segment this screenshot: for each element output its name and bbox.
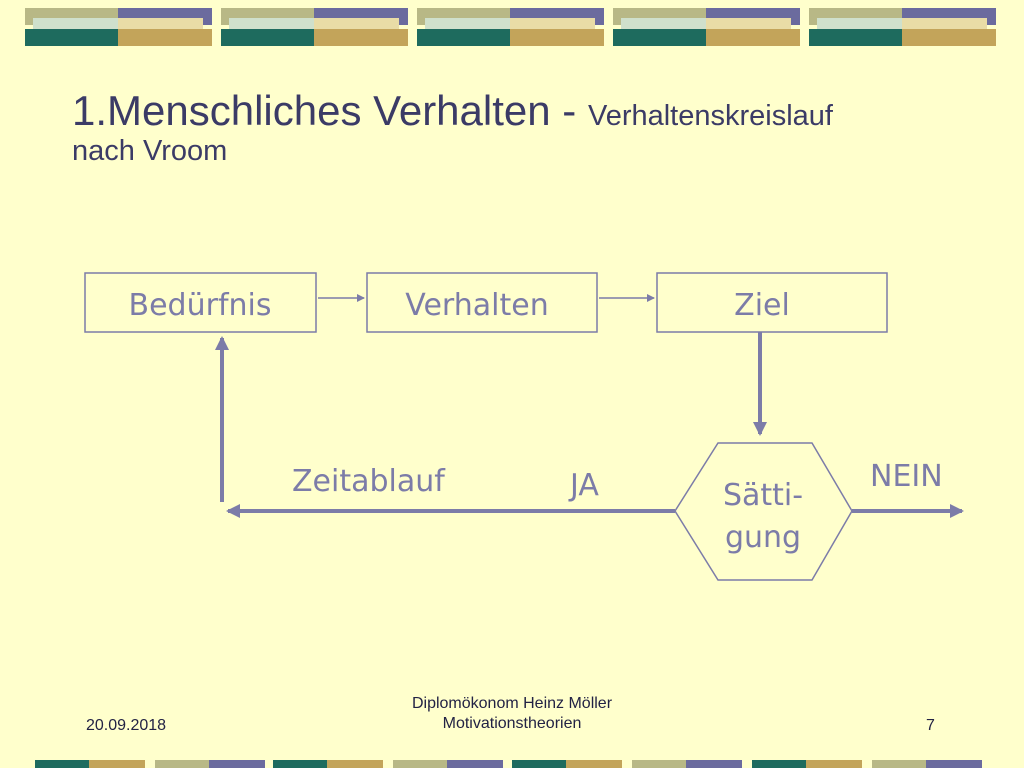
title-subtitle-line1: Verhaltenskreislauf [587,100,833,132]
band-tile [752,760,982,768]
decision-saettigung: Sätti- gung [674,442,853,581]
footer-author-topic: Diplomökonom Heinz Möller Motivationsthe… [362,694,662,734]
box-verhalten-label: Verhalten [405,288,548,323]
label-zeitablauf: Zeitablauf [292,464,446,499]
band-tile [35,760,265,768]
box-beduerfnis-label: Bedürfnis [129,288,272,323]
top-decorative-band [25,8,996,46]
band-tile [613,8,800,46]
footer-date: 20.09.2018 [86,717,167,734]
decision-label-line2: gung [725,520,801,555]
band-tile [25,8,212,46]
slide-title: 1.Menschliches Verhalten - Verhaltenskre… [72,87,972,168]
label-nein: NEIN [870,459,943,494]
bottom-decorative-band [35,760,982,768]
box-ziel-label: Ziel [734,288,790,323]
footer-author: Diplomökonom Heinz Möller [411,695,613,712]
footer-topic: Motivationstheorien [442,715,582,732]
band-tile [512,760,742,768]
box-verhalten: Verhalten [366,272,598,333]
title-main: 1.Menschliches Verhalten [72,87,551,134]
title-subtitle-line2: nach Vroom [72,135,228,168]
band-tile [809,8,996,46]
band-tile [273,760,503,768]
footer-page-number: 7 [926,717,935,734]
label-ja: JA [568,468,599,503]
box-beduerfnis: Bedürfnis [84,272,317,333]
band-tile [221,8,408,46]
decision-label-line1: Sätti- [723,478,803,513]
title-separator: - [550,87,588,134]
box-ziel: Ziel [656,272,888,333]
band-tile [417,8,604,46]
